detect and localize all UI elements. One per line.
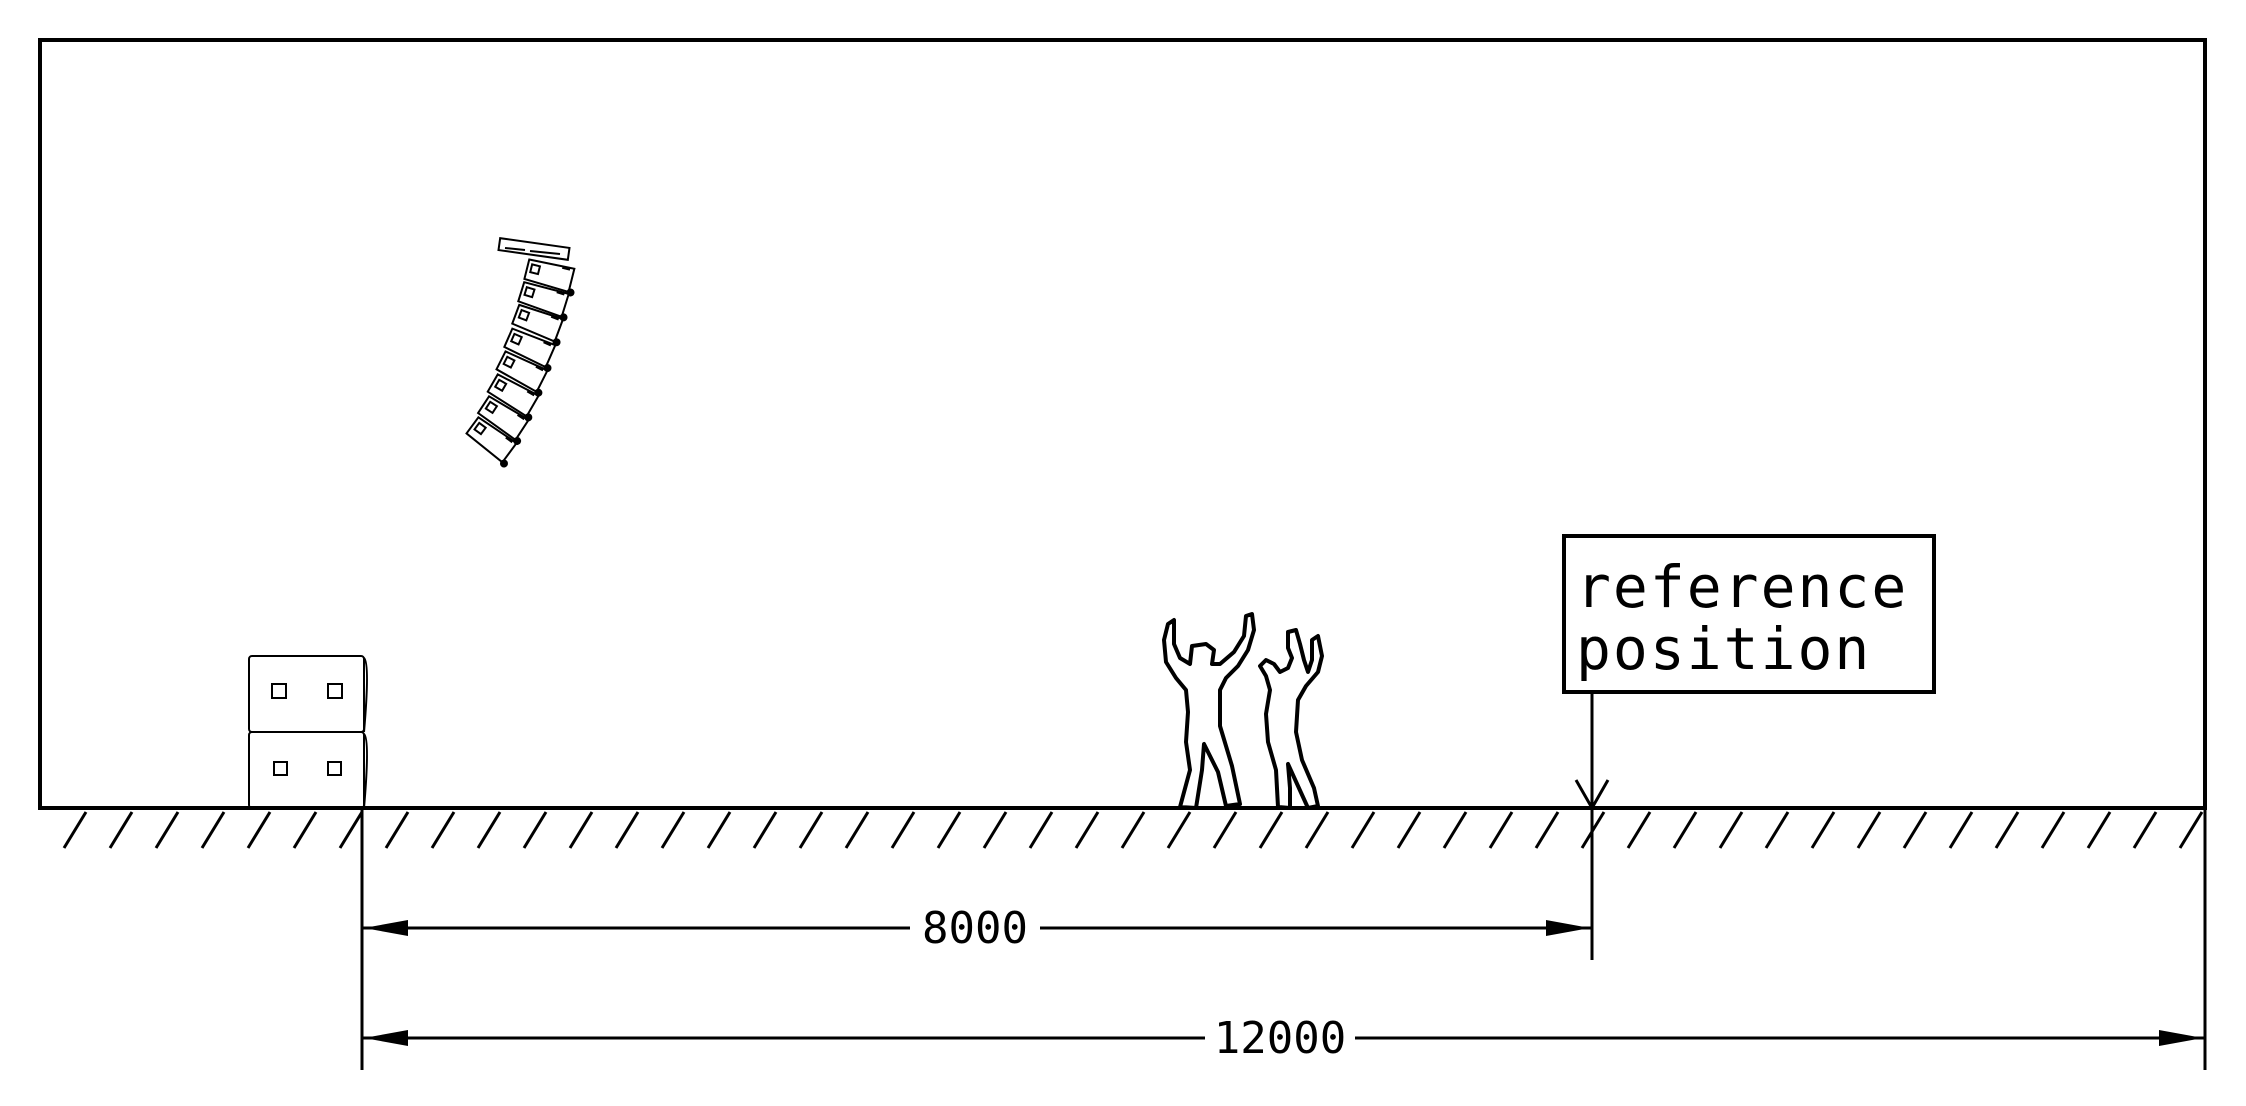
dim-arrow-left <box>364 920 408 936</box>
hatch-mark <box>522 811 548 849</box>
line-array-speaker <box>465 237 576 468</box>
hatch-mark <box>292 811 318 849</box>
reference-label-box <box>1562 534 1936 694</box>
hatch-mark <box>2086 811 2112 849</box>
hatch-mark <box>430 811 456 849</box>
hatch-mark <box>1120 811 1146 849</box>
hatch-mark <box>1718 811 1744 849</box>
hatch-mark <box>982 811 1008 849</box>
reference-distance-label: 8000 <box>922 903 1028 954</box>
hatch-mark <box>1166 811 1192 849</box>
hatch-mark <box>752 811 778 849</box>
hatch-mark <box>614 811 640 849</box>
dim-arrow-right <box>1546 920 1590 936</box>
hatch-mark <box>1764 811 1790 849</box>
hatch-mark <box>936 811 962 849</box>
audience-figures <box>1162 612 1324 810</box>
hatch-mark <box>338 811 364 849</box>
dimension-extension-lines <box>360 810 2207 1070</box>
hatch-mark <box>660 811 686 849</box>
hatch-mark <box>1304 811 1330 849</box>
hatch-mark <box>154 811 180 849</box>
total-distance-label: 12000 <box>1214 1013 1346 1064</box>
hatch-mark <box>1948 811 1974 849</box>
floor-hatching <box>40 806 2205 849</box>
hatch-mark <box>1028 811 1054 849</box>
hatch-mark <box>1074 811 1100 849</box>
hatch-mark <box>1488 811 1514 849</box>
hatch-mark <box>62 811 88 849</box>
dim-arrow-left <box>364 1030 408 1046</box>
line-array-cabinet <box>523 258 576 297</box>
hatch-mark <box>2040 811 2066 849</box>
hatch-mark <box>1350 811 1376 849</box>
hatch-mark <box>1810 811 1836 849</box>
dim-arrow-right <box>2159 1030 2203 1046</box>
reference-arrow <box>1574 779 1610 812</box>
hatch-mark <box>1442 811 1468 849</box>
hatch-mark <box>200 811 226 849</box>
hatch-mark <box>1258 811 1284 849</box>
reference-label-line2: position <box>1576 615 1871 683</box>
reference-position-marker: reference position <box>1562 534 1936 812</box>
hatch-mark <box>476 811 502 849</box>
hatch-mark <box>1994 811 2020 849</box>
line-array-cabinet <box>465 415 519 468</box>
hatch-mark <box>1856 811 1882 849</box>
dimension-reference-distance: 8000 <box>362 903 1592 954</box>
hatch-mark <box>2132 811 2158 849</box>
hatch-mark <box>890 811 916 849</box>
hatch-mark <box>1396 811 1422 849</box>
dimension-total-distance: 12000 <box>362 1013 2205 1064</box>
hatch-mark <box>1672 811 1698 849</box>
hatch-mark <box>384 811 410 849</box>
hatch-mark <box>798 811 824 849</box>
reference-label-line1: reference <box>1576 553 1908 621</box>
line-array-cabinet <box>486 373 540 422</box>
hatch-mark <box>1626 811 1652 849</box>
hatch-mark <box>108 811 134 849</box>
hatch-mark <box>1212 811 1238 849</box>
hatch-mark <box>2178 811 2204 849</box>
line-array-cabinet <box>495 350 549 397</box>
hatch-mark <box>1902 811 1928 849</box>
hatch-mark <box>568 811 594 849</box>
hatch-mark <box>1534 811 1560 849</box>
line-array-cabinet <box>517 280 571 322</box>
line-array-cabinet <box>503 327 557 373</box>
subwoofer-stack <box>248 655 368 809</box>
hatch-mark <box>246 811 272 849</box>
hatch-mark <box>844 811 870 849</box>
hatch-mark <box>706 811 732 849</box>
